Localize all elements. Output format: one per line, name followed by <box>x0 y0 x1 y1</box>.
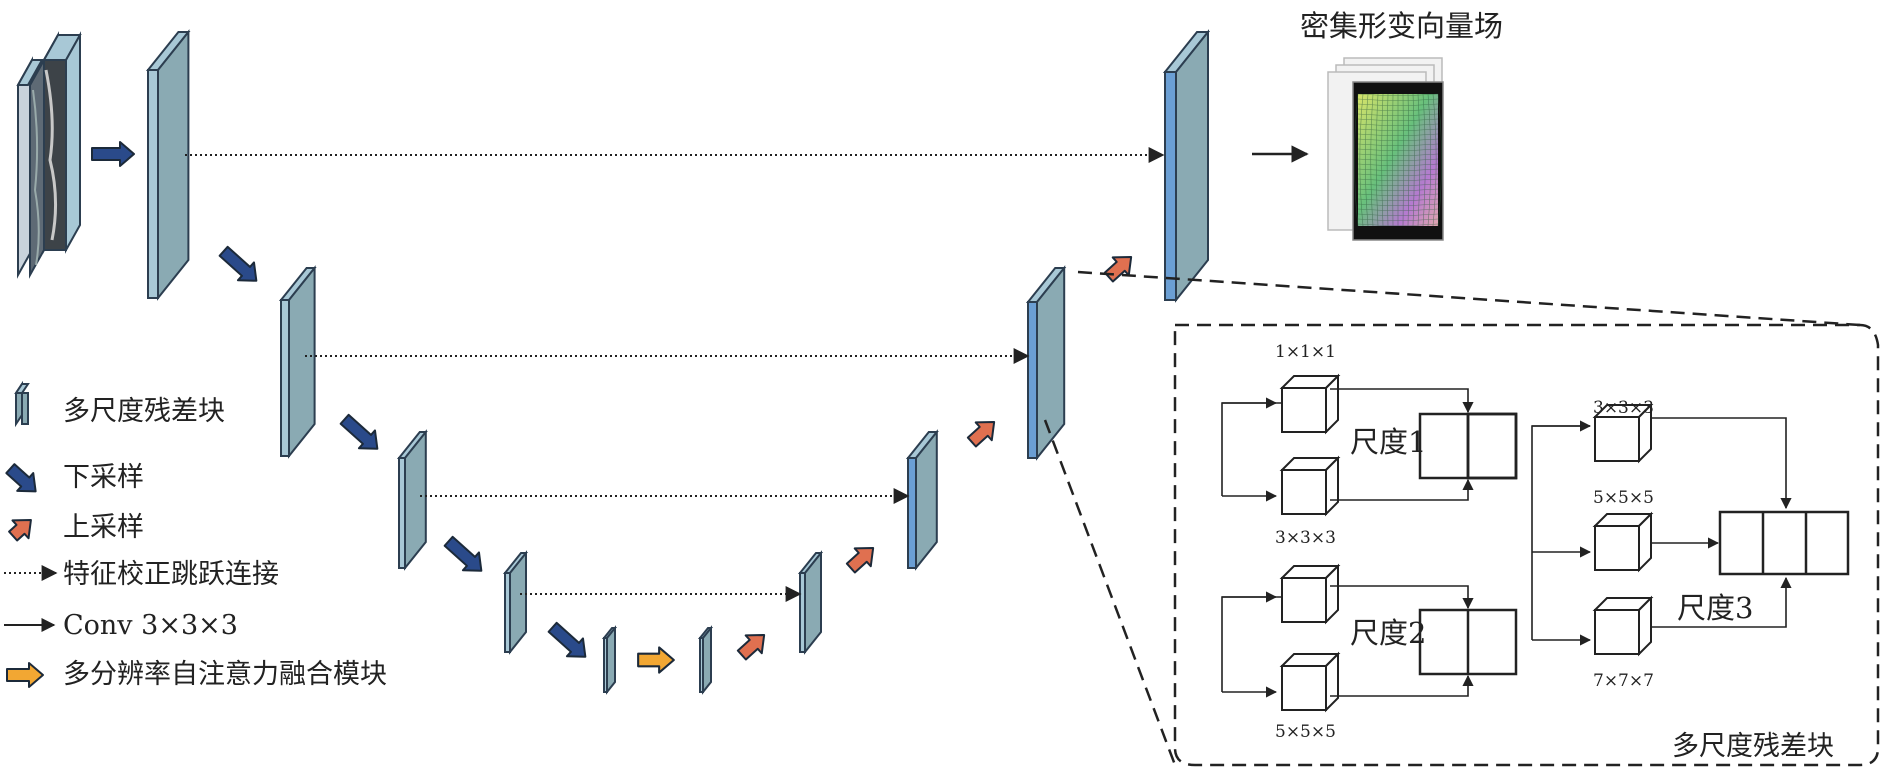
legend-residual-block-text: 多尺度残差块 <box>63 396 225 427</box>
legend-downsample-arrow <box>5 463 37 493</box>
upsample-arrow-3 <box>966 420 996 448</box>
kernel-label-5x5x5-a: 5×5×5 <box>1275 722 1336 742</box>
scale1-connectors <box>1221 388 1474 502</box>
decoder-block-1 <box>1162 29 1211 303</box>
input-image-stack <box>16 31 82 279</box>
downsample-arrow-4 <box>547 621 587 658</box>
legend-fusion-arrow <box>6 662 44 688</box>
legend-fusion-text: 多分辨率自注意力融合模块 <box>63 659 387 690</box>
cube-1x1x1 <box>1279 373 1341 435</box>
upsample-arrow-1 <box>736 633 766 661</box>
upsample-arrow-2 <box>845 546 875 574</box>
downsample-arrow-1 <box>218 245 258 282</box>
flow-arrows <box>91 141 1133 674</box>
scale1-label: 尺度1 <box>1350 425 1426 459</box>
legend-residual-block-icon <box>14 380 30 428</box>
legend: 多尺度残差块 下采样 上采样 特征校正跳跃连接 Conv 3×3×3 多分辨率自… <box>4 380 387 690</box>
scale3-label: 尺度3 <box>1677 591 1753 625</box>
downsample-arrow-2 <box>339 413 379 450</box>
decoder-block-4 <box>797 550 824 655</box>
residual-block-detail-panel: 1×1×1 3×3×3 5×5×5 3×3×3 5×5×5 7×7×7 尺度1 … <box>1173 323 1880 767</box>
scale2-connectors <box>1221 585 1474 698</box>
kernel-label-3x3x3-a: 3×3×3 <box>1275 528 1336 548</box>
cube-3x3x3-b <box>1592 402 1654 464</box>
encoder-block-3 <box>396 429 428 571</box>
concat-box-scale2 <box>1418 608 1518 676</box>
legend-upsample-icon <box>8 518 32 542</box>
legend-upsample-text: 上采样 <box>63 512 144 543</box>
decoder-block-3 <box>905 429 939 571</box>
cube-5x5x5-b <box>1592 511 1654 573</box>
fusion-arrow <box>637 646 675 674</box>
input-arrow <box>91 141 135 167</box>
scale2-label: 尺度2 <box>1350 616 1426 650</box>
encoder-block-4 <box>502 550 529 655</box>
kernel-label-5x5x5-b: 5×5×5 <box>1593 488 1654 508</box>
legend-downsample-icon <box>5 463 37 493</box>
bottleneck-block-a <box>601 625 618 695</box>
upsample-arrow-4 <box>1103 255 1133 283</box>
deformation-field-image <box>1327 57 1444 241</box>
scale3-connectors <box>1531 417 1792 646</box>
cube-scale2-top <box>1279 563 1341 625</box>
output-title: 密集形变向量场 <box>1300 9 1503 43</box>
zoom-line-bottom <box>1043 419 1177 766</box>
concat-box-scale3 <box>1718 510 1850 576</box>
decoder-block-2 <box>1025 265 1067 461</box>
encoder-block-1 <box>145 29 191 301</box>
legend-downsample-text: 下采样 <box>63 462 144 493</box>
cube-3x3x3-a <box>1279 455 1341 517</box>
zoom-line-top <box>1077 270 1861 327</box>
legend-conv-text: Conv 3×3×3 <box>63 610 238 641</box>
kernel-cubes <box>1279 373 1654 713</box>
skip-connections <box>185 147 1165 602</box>
kernel-label-1x1x1: 1×1×1 <box>1275 342 1336 362</box>
cube-5x5x5-a <box>1279 651 1341 713</box>
detail-panel-border <box>1173 323 1880 767</box>
encoder-block-2 <box>278 265 317 459</box>
legend-upsample-arrow <box>8 518 32 542</box>
legend-skip-text: 特征校正跳跃连接 <box>63 559 279 590</box>
detail-panel-title: 多尺度残差块 <box>1672 731 1834 762</box>
cube-7x7x7 <box>1592 595 1654 657</box>
kernel-label-3x3x3-b: 3×3×3 <box>1593 398 1654 418</box>
concat-box-scale1 <box>1418 412 1518 480</box>
kernel-label-7x7x7: 7×7×7 <box>1593 671 1654 691</box>
bottleneck-block-b <box>697 625 714 695</box>
network-blocks <box>145 29 1211 695</box>
legend-fusion-icon <box>6 662 44 688</box>
downsample-arrow-3 <box>443 535 483 572</box>
